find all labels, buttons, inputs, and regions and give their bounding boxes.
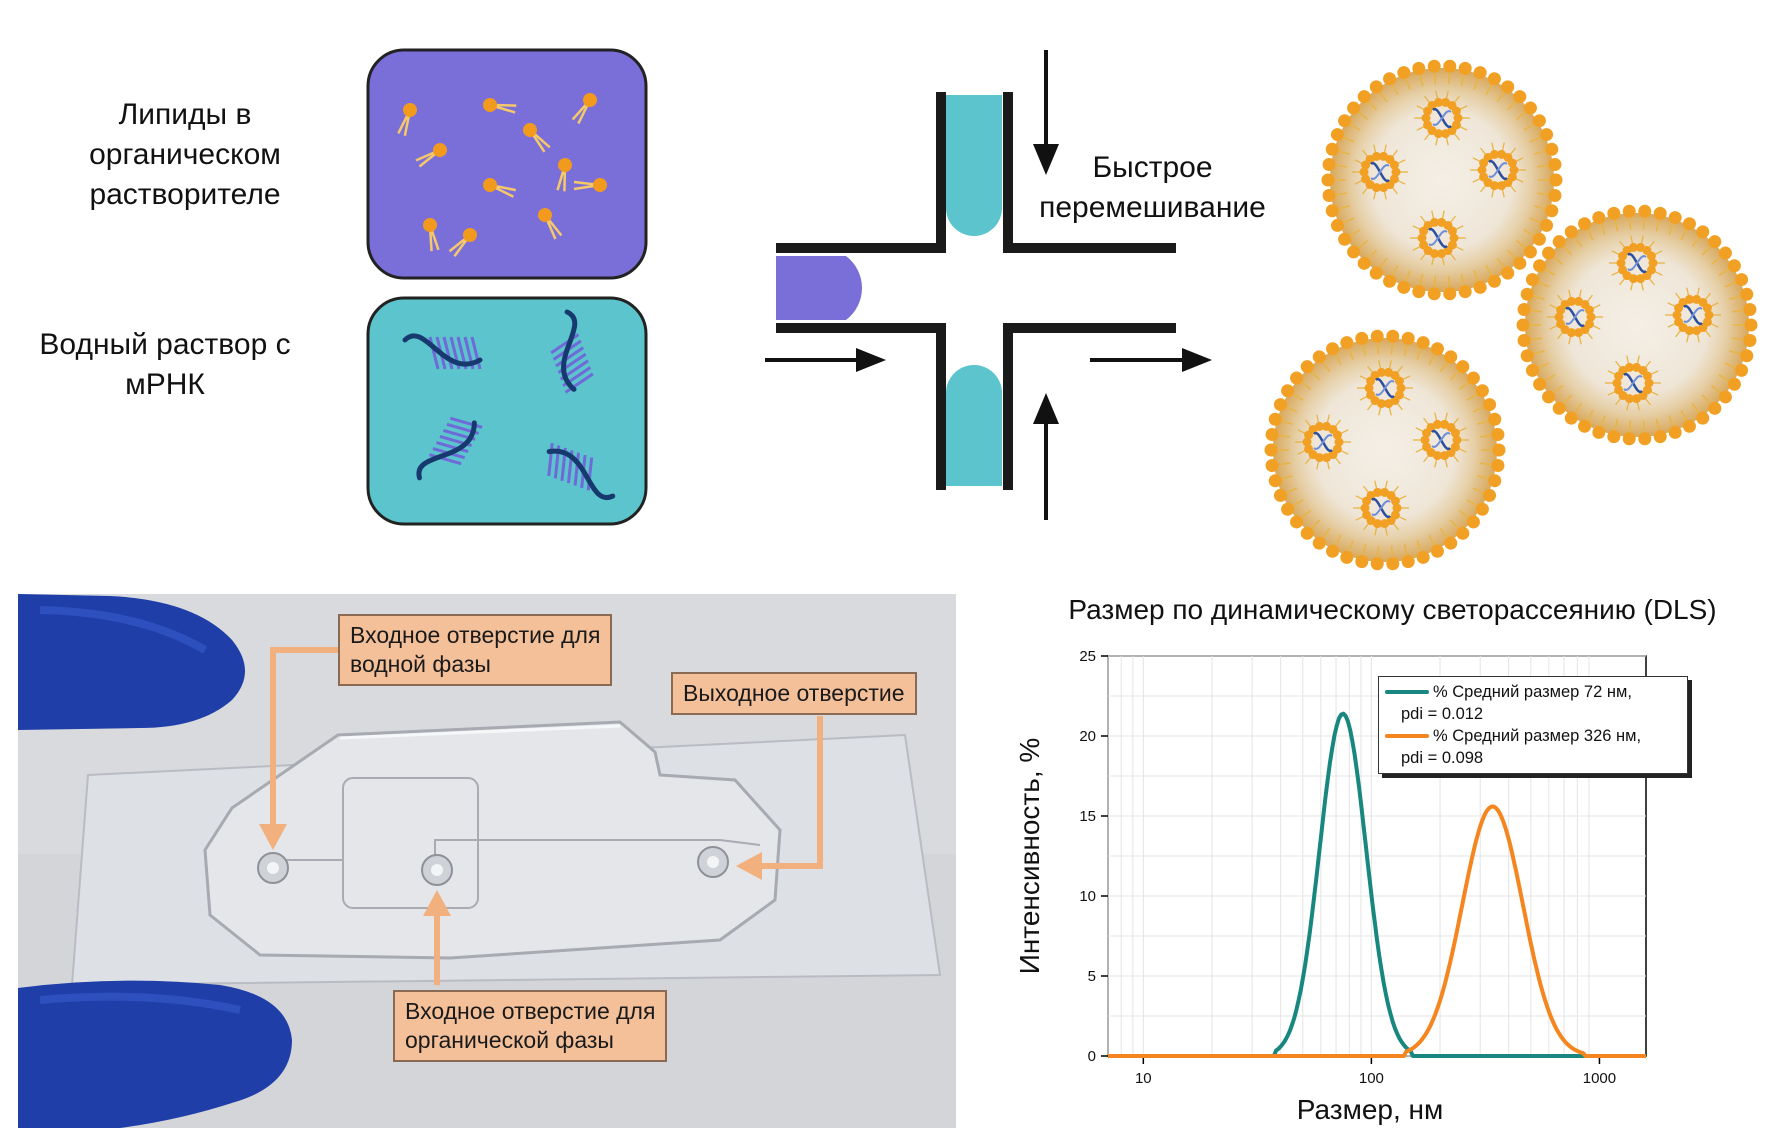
legend-swatch-72	[1385, 690, 1429, 694]
water-mrna-label: Водный раствор с мРНК	[39, 328, 291, 401]
y-axis-label: Интенсивность, %	[1014, 737, 1045, 975]
micelle	[1605, 355, 1661, 411]
mrna-solution-box	[366, 296, 648, 526]
legend-swatch-326	[1385, 734, 1429, 738]
y-tick-label: 0	[1088, 1048, 1096, 1065]
lnp-particles	[1264, 59, 1758, 571]
lipid-molecule	[483, 98, 517, 114]
glove-bottom	[18, 980, 292, 1128]
chart-ticks: 0 5 10 15 20 25 10 100 1000	[1079, 648, 1616, 1087]
mrna-strand	[416, 416, 483, 481]
lipid-molecule	[448, 228, 477, 257]
mrna-strand	[402, 333, 483, 370]
lipid-molecule	[573, 178, 607, 192]
chart-grid	[1107, 655, 1646, 1057]
callout-organic-inlet: Входное отверстие для органической фазы	[393, 990, 668, 1062]
aqueous-plug-top	[946, 95, 1002, 236]
series-line-1	[1108, 804, 1646, 1058]
y-tick-label: 5	[1088, 968, 1096, 985]
lipids-label: Липиды в органическом растворителе	[89, 98, 281, 211]
y-tick-label: 25	[1079, 648, 1096, 665]
microfluidic-mixer	[765, 50, 1212, 520]
lipid-molecule	[397, 103, 417, 137]
mixing-label: Быстрое перемешивание	[1039, 151, 1266, 224]
micelle	[1414, 90, 1470, 146]
callout-outlet: Выходное отверстие	[671, 672, 917, 715]
x-tick-label: 100	[1359, 1070, 1384, 1087]
mrna-strand	[546, 443, 616, 501]
lnp-particle	[1321, 59, 1563, 301]
lipid-molecule	[571, 93, 597, 125]
lipid-molecule	[556, 158, 572, 192]
x-tick-label: 10	[1135, 1070, 1152, 1087]
micelle	[1295, 414, 1351, 470]
x-tick-label: 1000	[1583, 1070, 1616, 1087]
legend-item-326: % Средний размер 326 нм,	[1385, 725, 1677, 747]
organic-plug	[776, 256, 862, 320]
micelle	[1353, 480, 1409, 536]
micelle	[1547, 289, 1603, 345]
micelle	[1410, 210, 1466, 266]
lipid-molecule	[423, 218, 440, 252]
micelle	[1665, 287, 1721, 343]
micelle	[1413, 412, 1469, 468]
micelle	[1357, 360, 1413, 416]
chart-legend: % Средний размер 72 нм, pdi = 0.012 % Ср…	[1378, 676, 1688, 774]
lipid-solution-box	[366, 48, 648, 280]
micelle	[1470, 142, 1526, 198]
lipid-molecule	[538, 208, 563, 240]
lnp-particle	[1516, 204, 1758, 446]
lnp-particle	[1264, 329, 1506, 571]
x-axis-label: Размер, нм	[1296, 1094, 1444, 1125]
lipid-molecule	[483, 178, 517, 198]
aqueous-plug-bottom	[946, 365, 1002, 486]
micelle	[1352, 144, 1408, 200]
legend-item-72: % Средний размер 72 нм,	[1385, 681, 1677, 703]
y-tick-label: 10	[1079, 888, 1096, 905]
chart-title: Размер по динамическому светорассеянию (…	[1068, 594, 1717, 625]
y-tick-label: 15	[1079, 808, 1096, 825]
callout-water-inlet: Входное отверстие для водной фазы	[338, 614, 613, 686]
lipid-molecule	[415, 143, 447, 168]
micelle	[1609, 235, 1665, 291]
chart-series	[1108, 711, 1646, 1058]
lipid-molecule	[523, 123, 551, 153]
y-tick-label: 20	[1079, 728, 1096, 745]
lipid-molecules	[397, 93, 607, 257]
glove-top	[18, 594, 245, 730]
mrna-strand	[550, 309, 594, 394]
mrna-strands	[402, 309, 616, 501]
